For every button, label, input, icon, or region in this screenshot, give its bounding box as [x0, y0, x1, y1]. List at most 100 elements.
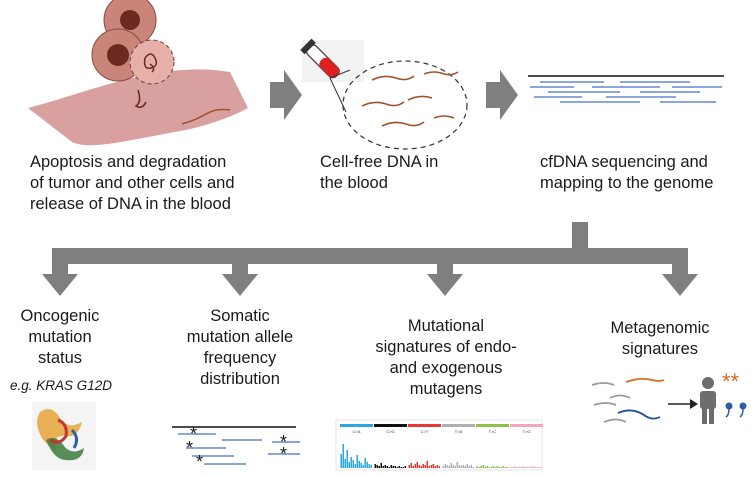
signature-bar: [340, 454, 342, 468]
signature-bar: [418, 465, 420, 468]
signature-bar: [348, 462, 350, 468]
signature-bar: [376, 465, 378, 468]
caption-line: the blood: [320, 174, 388, 192]
signature-label: C>T: [421, 429, 429, 434]
signature-band: [510, 424, 543, 427]
signature-bar: [486, 466, 488, 468]
signature-bar: [464, 466, 466, 468]
blood-tube-icon: [300, 38, 364, 82]
signature-bar: [460, 466, 462, 468]
signature-bar: [360, 463, 362, 468]
signature-bar: [404, 466, 406, 468]
signature-bar: [394, 466, 396, 468]
signature-label: C>G: [386, 429, 394, 434]
signature-bar: [396, 467, 398, 468]
caption-line: mutagens: [409, 380, 483, 398]
mapped-reads: [528, 75, 724, 103]
signature-bar: [492, 466, 494, 468]
caption-line: mutation: [28, 328, 92, 346]
caption-line: mapping to the genome: [540, 174, 714, 192]
signature-bar: [522, 466, 524, 468]
somatic-reads: [172, 426, 300, 465]
down-arrow-icon: [222, 262, 258, 296]
metagenomic-caption: Metagenomic signatures: [600, 318, 720, 360]
signature-bar: [392, 466, 394, 468]
caption-line: Oncogenic: [20, 307, 100, 325]
signature-bar: [420, 466, 422, 468]
signature-bar: [466, 464, 468, 468]
signature-band: [408, 424, 441, 427]
caption-line: of tumor and other cells and: [30, 174, 235, 192]
caption-line: mutation allele: [186, 328, 294, 346]
signature-bar: [484, 467, 486, 468]
signature-bar: [382, 466, 384, 468]
signature-bar: [468, 466, 470, 468]
signature-bar: [494, 467, 496, 468]
signature-band: [476, 424, 509, 427]
signature-bar: [538, 467, 540, 468]
signature-bar: [462, 465, 464, 468]
cfdna-caption: Cell-free DNA in the blood: [320, 152, 438, 194]
mutational-caption: Mutational signatures of endo- and exoge…: [366, 316, 526, 400]
signature-bar: [520, 467, 522, 468]
caption-line: signatures: [621, 340, 699, 358]
tissue-illustration: [28, 0, 248, 146]
caption-line: distribution: [200, 370, 280, 388]
signature-band: [340, 424, 373, 427]
signature-bar: [530, 467, 532, 468]
signature-bar: [342, 444, 344, 468]
signature-band: [374, 424, 407, 427]
signature-bar: [470, 465, 472, 468]
signature-bar: [448, 466, 450, 468]
signature-bar: [458, 465, 460, 468]
signature-label: T>C: [489, 429, 497, 434]
apoptosis-caption: Apoptosis and degradation of tumor and o…: [30, 152, 235, 215]
mutation-asterisk: *: [190, 424, 198, 444]
oncogenic-example: e.g. KRAS G12D: [10, 378, 113, 393]
caption-line: Somatic: [210, 307, 270, 325]
signature-bar: [512, 467, 514, 468]
signature-bar: [526, 467, 528, 468]
signature-bar: [534, 467, 536, 468]
signature-bar: [412, 466, 414, 468]
down-arrow-icon: [662, 262, 698, 296]
signature-bar: [444, 464, 446, 468]
mutation-asterisk: *: [280, 432, 288, 452]
signature-bar: [454, 466, 456, 468]
signature-bar: [422, 464, 424, 468]
signature-bar: [452, 465, 454, 468]
signature-bar: [426, 461, 428, 468]
signature-bar: [370, 465, 372, 468]
cfdna-ellipse: [342, 60, 468, 150]
signature-bar: [528, 467, 530, 468]
caption-line: signatures of endo-: [375, 338, 517, 356]
right-arrow-icon: [270, 70, 302, 120]
signature-bar: [354, 464, 356, 468]
signature-bar: [398, 466, 400, 468]
signature-bar: [506, 467, 508, 468]
signature-bar: [456, 462, 458, 468]
signature-bar: [424, 465, 426, 468]
signature-bar: [408, 465, 410, 468]
signature-bar: [384, 465, 386, 468]
signature-bar: [476, 466, 478, 468]
signature-label: C>A: [353, 429, 361, 434]
signature-bar: [502, 466, 504, 468]
signature-bar: [436, 465, 438, 468]
caption-line: frequency: [203, 349, 277, 367]
signature-bar: [482, 465, 484, 468]
signature-bar: [428, 466, 430, 468]
caption-line: Cell-free DNA in: [320, 153, 439, 171]
signature-bar: [416, 462, 418, 468]
signature-bar: [400, 467, 402, 468]
oncogenic-caption: Oncogenic mutation status e.g. KRAS G12D: [10, 306, 113, 396]
signature-bar: [432, 464, 434, 468]
caption-line: cfDNA sequencing and: [540, 153, 708, 171]
caption-line: Metagenomic: [610, 319, 710, 337]
caption-line: Mutational: [407, 317, 485, 335]
signature-bar: [378, 466, 380, 468]
signature-bar: [434, 466, 436, 468]
signature-bar: [364, 458, 366, 468]
right-arrow-icon: [486, 70, 518, 120]
